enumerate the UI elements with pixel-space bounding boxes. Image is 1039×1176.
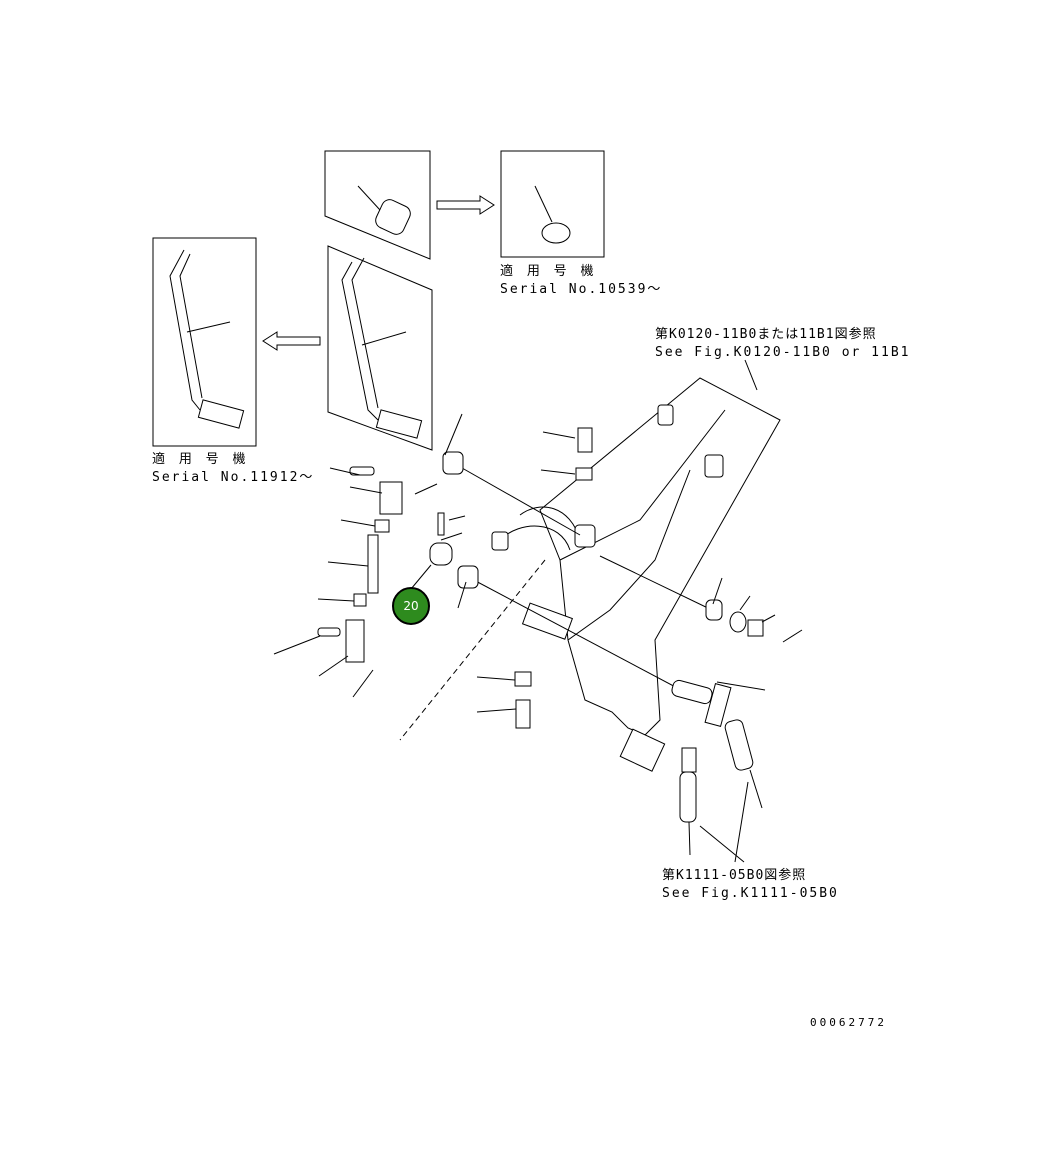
inset-arrow-left	[262, 331, 321, 351]
inset-knob-before	[324, 150, 431, 260]
inset-lever-current	[327, 245, 433, 451]
small-parts	[317, 427, 764, 856]
ref-frame-label-en: See Fig.K0120-11B0 or 11B1	[655, 345, 911, 360]
inset-top-label-jp: 適 用 号 機	[500, 264, 597, 279]
control-frame	[491, 377, 781, 772]
ref-cable-label-en: See Fig.K1111-05B0	[662, 886, 839, 901]
inset-lever-old	[152, 237, 257, 447]
inset-top-serial: Serial No.10539～	[500, 282, 663, 297]
ref-cable-label-jp: 第K1111-05B0図参照	[662, 868, 807, 883]
inset-arrow-right	[436, 195, 495, 215]
drawing-number: 00062772	[810, 1016, 887, 1029]
inset-left-label-jp: 適 用 号 機	[152, 452, 249, 467]
inset-left-serial: Serial No.11912～	[152, 470, 315, 485]
ref-frame-label-jp: 第K0120-11B0または11B1図参照	[655, 327, 877, 342]
callout-marker[interactable]: 20	[392, 587, 430, 625]
leader-lines	[273, 359, 803, 863]
inset-knob-after	[500, 150, 605, 258]
assembly-lines	[399, 463, 713, 741]
